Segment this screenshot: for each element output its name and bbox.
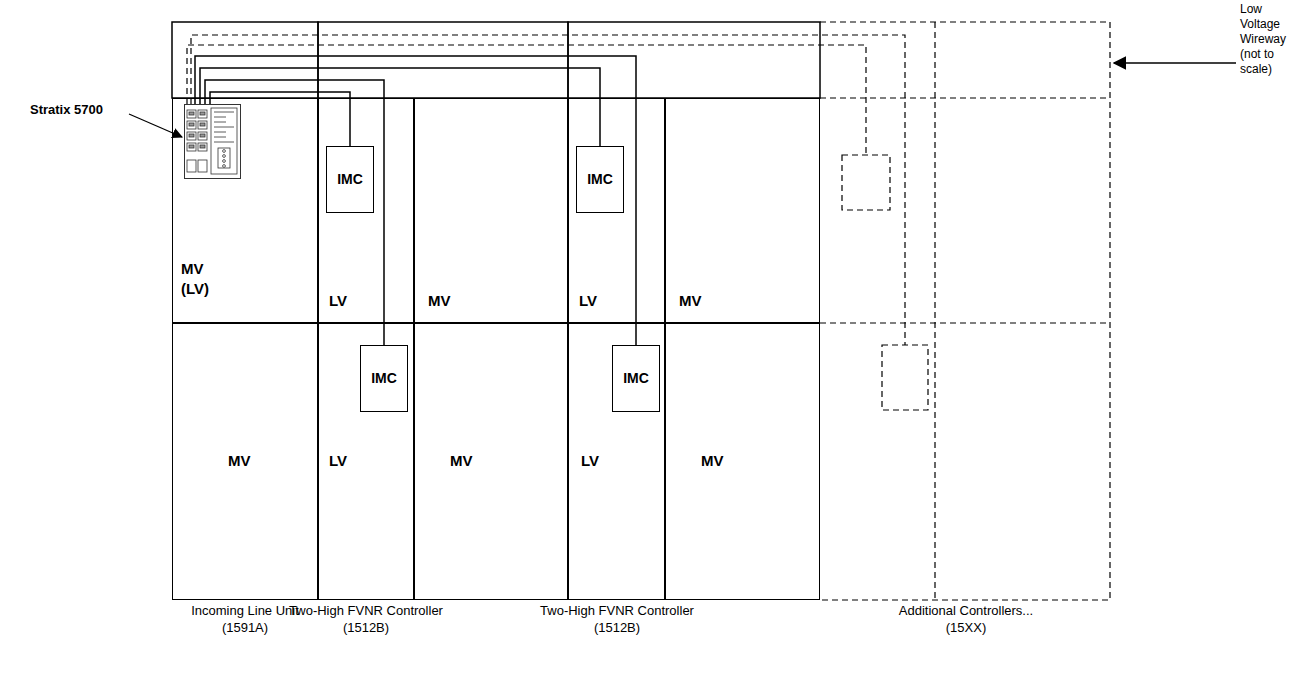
network-cable	[200, 68, 600, 146]
switchgear-cell: LV IMC	[568, 98, 665, 323]
network-switch: Stratix 5700	[184, 104, 241, 179]
switchgear-cell: MV (LV) Stratix 5700	[172, 98, 318, 323]
imc-module: IMC	[360, 345, 408, 412]
cell-label: LV	[579, 291, 597, 311]
imc-module: IMC	[326, 146, 374, 213]
module-label: IMC	[587, 170, 613, 189]
cell-label: MV	[228, 451, 251, 471]
wireway-row	[172, 22, 820, 98]
callout-arrow	[1114, 62, 1236, 64]
cell-label: MV (LV)	[181, 259, 215, 300]
cell-label: LV	[329, 451, 347, 471]
cell-label: MV	[428, 291, 451, 311]
callout-label: Low Voltage Wireway (not to scale)	[1240, 2, 1302, 77]
imc-module: IMC	[576, 146, 624, 213]
switchgear-cell: MV	[172, 323, 318, 600]
device-label: Stratix 5700	[30, 101, 103, 119]
section-label: Two-High FVNR Controller (1512B)	[532, 603, 702, 637]
future-sections	[187, 22, 1110, 600]
module-label: IMC	[337, 170, 363, 189]
section-label: Two-High FVNR Controller (1512B)	[281, 603, 451, 637]
switchgear-cell: MV	[414, 323, 568, 600]
switchgear-cell: MV	[665, 98, 820, 323]
imc-module: IMC	[612, 345, 660, 412]
switchgear-cell: MV	[414, 98, 568, 323]
switchgear-cell: MV	[665, 323, 820, 600]
network-cable	[195, 56, 636, 345]
network-cable	[205, 80, 384, 345]
cell-label: MV	[679, 291, 702, 311]
switchgear-cell: LV IMC	[318, 323, 414, 600]
cell-label: LV	[329, 291, 347, 311]
cell-label: LV	[581, 451, 599, 471]
cell-label: MV	[701, 451, 724, 471]
module-label: IMC	[623, 369, 649, 388]
section-label: Additional Controllers... (15XX)	[881, 603, 1051, 637]
switchgear-cell: LV IMC	[568, 323, 665, 600]
cell-label: MV	[450, 451, 473, 471]
module-label: IMC	[371, 369, 397, 388]
switch-illustration	[184, 104, 241, 179]
switchgear-cell: LV IMC	[318, 98, 414, 323]
callout-arrow	[129, 114, 182, 137]
